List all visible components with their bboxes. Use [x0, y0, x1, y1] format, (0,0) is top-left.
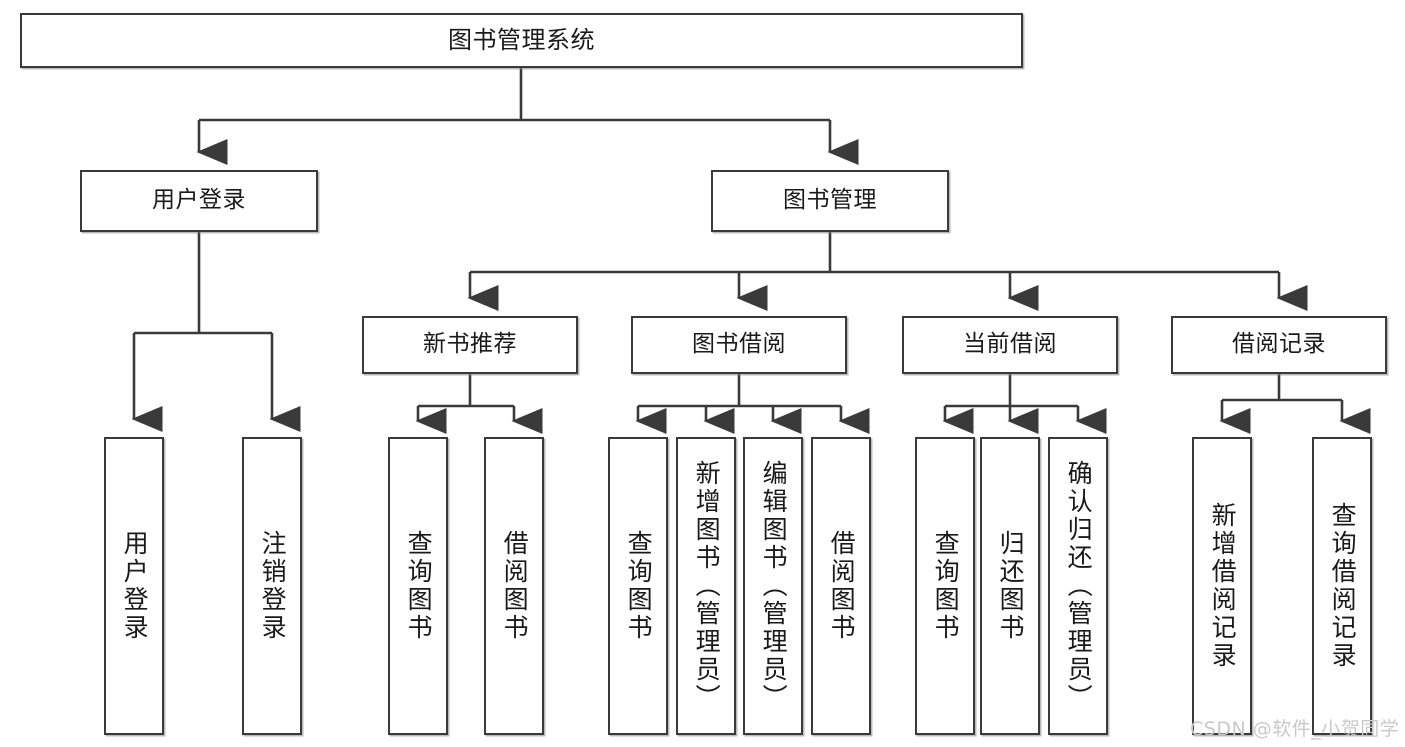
leaf-user-login-signout[interactable]: 注销登录	[242, 437, 302, 735]
node-label: 借阅记录	[1232, 331, 1326, 358]
node-label: 编辑图书（管理员）	[759, 460, 789, 712]
node-label: 图书管理系统	[448, 26, 595, 55]
node-label: 确认归还（管理员）	[1064, 460, 1094, 712]
node-book-borrow[interactable]: 图书借阅	[631, 316, 847, 374]
leaf-borrow-record-add[interactable]: 新增借阅记录	[1192, 437, 1252, 735]
leaf-book-borrow-add[interactable]: 新增图书（管理员）	[676, 437, 736, 735]
node-current-borrow[interactable]: 当前借阅	[902, 316, 1118, 374]
node-label: 用户登录	[120, 530, 150, 642]
node-user-login[interactable]: 用户登录	[80, 170, 318, 232]
node-label: 查询图书	[624, 530, 654, 642]
leaf-new-book-query[interactable]: 查询图书	[388, 437, 448, 735]
leaf-book-borrow-query[interactable]: 查询图书	[608, 437, 668, 735]
node-label: 新增图书（管理员）	[692, 460, 722, 712]
node-book-management[interactable]: 图书管理	[711, 170, 949, 232]
node-label: 新增借阅记录	[1208, 502, 1238, 670]
node-label: 借阅图书	[500, 530, 530, 642]
node-new-book-recommend[interactable]: 新书推荐	[362, 316, 578, 374]
node-label: 当前借阅	[963, 331, 1057, 358]
csdn-watermark: CSDN @软件_小贺同学	[1190, 718, 1400, 740]
leaf-book-borrow-edit[interactable]: 编辑图书（管理员）	[743, 437, 803, 735]
node-label: 新书推荐	[423, 331, 517, 358]
node-label: 查询图书	[404, 530, 434, 642]
leaf-new-book-borrow[interactable]: 借阅图书	[484, 437, 544, 735]
node-label: 图书管理	[783, 187, 877, 214]
leaf-current-borrow-confirm-return[interactable]: 确认归还（管理员）	[1048, 437, 1108, 735]
node-root-system[interactable]: 图书管理系统	[20, 13, 1023, 68]
node-label: 用户登录	[152, 187, 246, 214]
leaf-borrow-record-query[interactable]: 查询借阅记录	[1312, 437, 1372, 735]
leaf-book-borrow-lend[interactable]: 借阅图书	[811, 437, 871, 735]
node-label: 查询借阅记录	[1328, 502, 1358, 670]
node-label: 注销登录	[258, 530, 288, 642]
node-label: 借阅图书	[827, 530, 857, 642]
leaf-user-login-signin[interactable]: 用户登录	[104, 437, 164, 735]
leaf-current-borrow-query[interactable]: 查询图书	[915, 437, 975, 735]
leaf-current-borrow-return[interactable]: 归还图书	[980, 437, 1040, 735]
node-label: 归还图书	[996, 530, 1026, 642]
node-borrow-record[interactable]: 借阅记录	[1171, 316, 1387, 374]
node-label: 查询图书	[931, 530, 961, 642]
node-label: 图书借阅	[692, 331, 786, 358]
